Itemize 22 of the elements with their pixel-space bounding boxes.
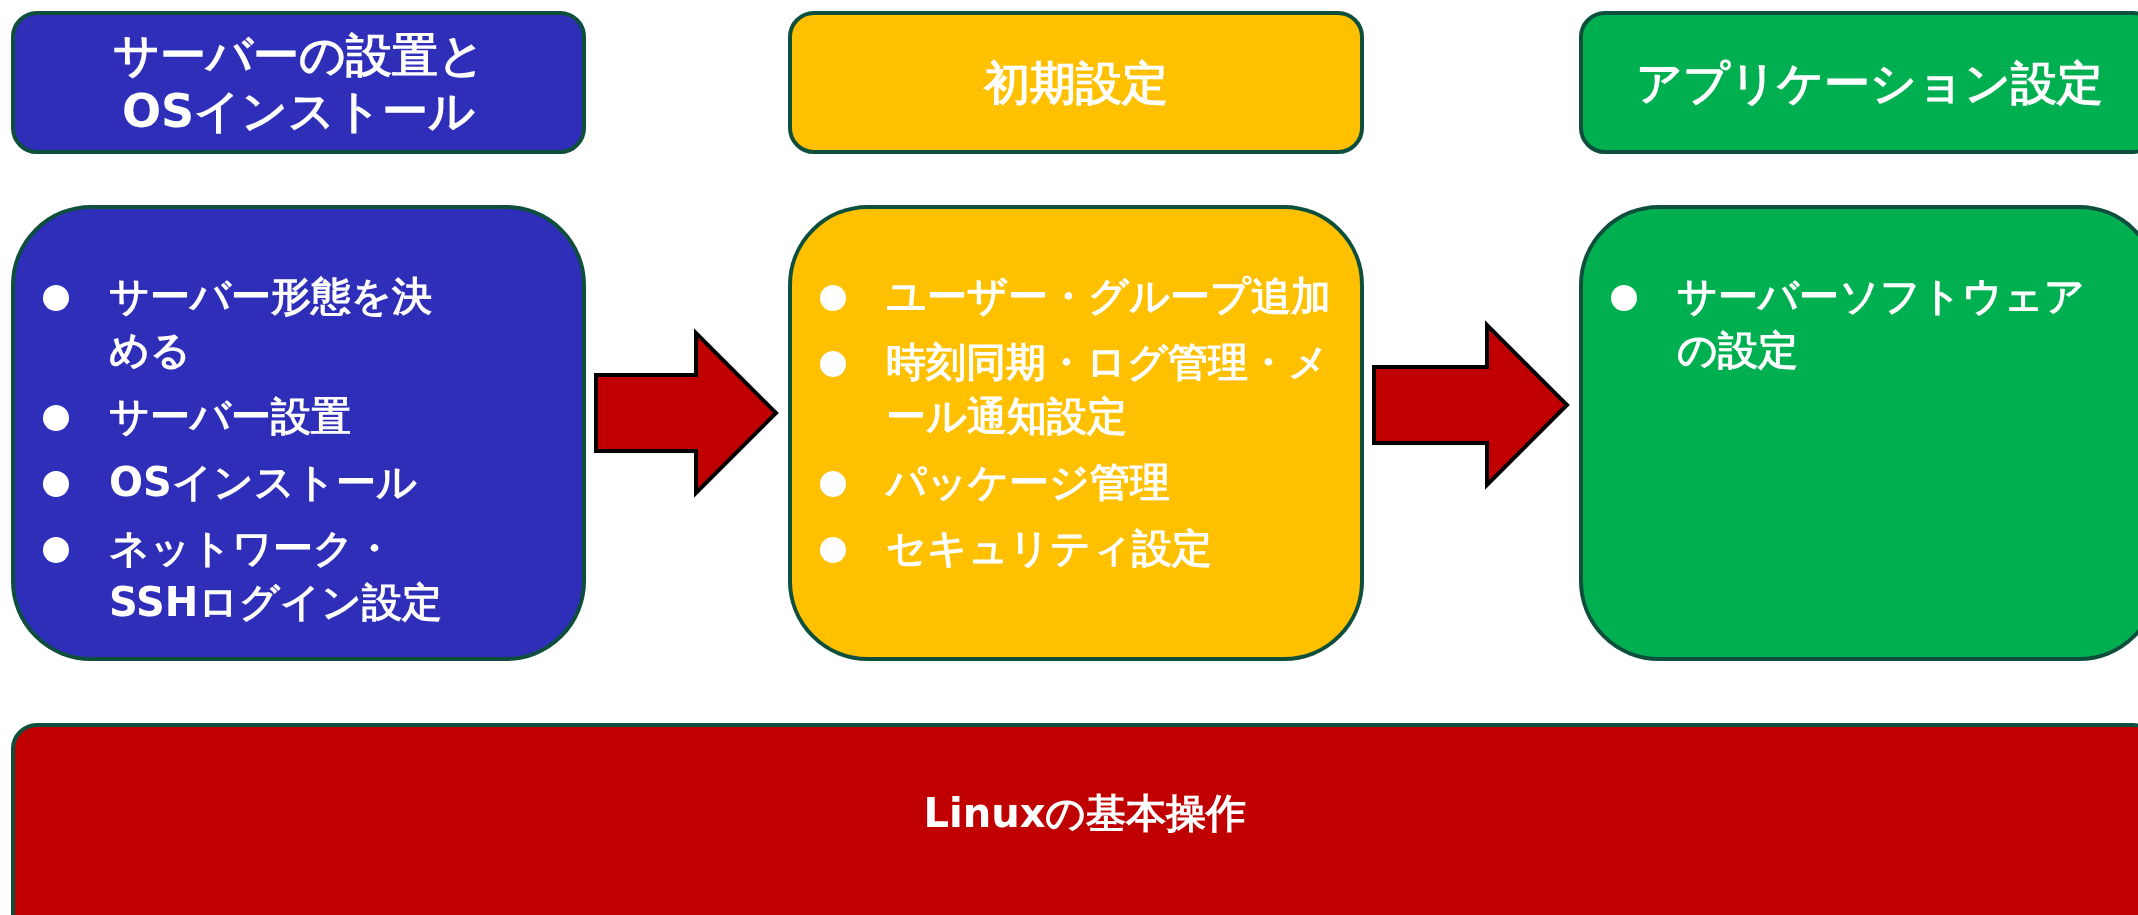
bullet-text: サーバーソフトウェアの設定	[1677, 272, 2086, 375]
process-box	[1579, 205, 2138, 661]
bar-label: Linuxの基本操作	[923, 789, 1247, 838]
header-text: アプリケーション設定	[1635, 54, 2103, 111]
header-box	[1579, 11, 2138, 154]
bullet-text: OSインストール	[109, 458, 417, 507]
bullet-text: 時刻同期・ログ管理・メール通知設定	[886, 338, 1330, 441]
block-arrow	[594, 328, 779, 498]
bullet-text: ユーザー・グループ追加	[886, 272, 1331, 321]
bullet-text: サーバー形態を決める	[109, 272, 433, 375]
process-box	[11, 205, 586, 661]
header-box	[788, 11, 1364, 154]
header-text: サーバーの設置とOSインストール	[111, 26, 486, 139]
bullet-text: セキュリティ設定	[886, 524, 1212, 573]
block-arrow	[1372, 320, 1570, 490]
bullet-text: ネットワーク・SSHログイン設定	[109, 524, 444, 627]
bullet-text: パッケージ管理	[886, 458, 1170, 507]
header-text: 初期設定	[984, 54, 1168, 111]
process-box	[788, 205, 1364, 661]
base-bar	[11, 723, 2138, 915]
header-box	[11, 11, 586, 154]
bullet-text: サーバー設置	[109, 392, 351, 441]
